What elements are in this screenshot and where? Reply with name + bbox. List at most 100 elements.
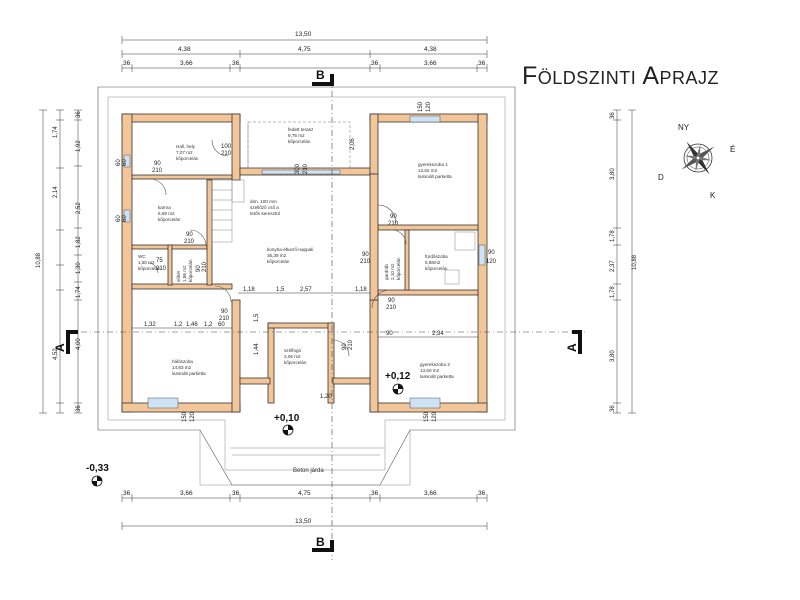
- svg-text:WC: WC: [138, 254, 146, 259]
- svg-text:90: 90: [488, 250, 495, 256]
- dim-top-fine-5: 3,66: [424, 60, 437, 67]
- dim-left-2: 1,92: [76, 140, 82, 152]
- svg-text:60: 60: [218, 322, 225, 328]
- svg-text:90: 90: [196, 265, 202, 272]
- svg-text:120: 120: [190, 411, 196, 422]
- dim-left-5: 1,82: [76, 236, 82, 248]
- dim-left-6: 1,30: [76, 262, 82, 274]
- svg-text:+0,12: +0,12: [385, 371, 411, 382]
- svg-text:90: 90: [388, 298, 395, 304]
- svg-text:+0,10: +0,10: [274, 413, 300, 424]
- dim-right-2: 1,78: [610, 230, 616, 242]
- dim-left-3: 2,14: [53, 186, 59, 198]
- svg-text:tetőn keresztül: tetőn keresztül: [250, 211, 280, 216]
- svg-text:100: 100: [221, 144, 232, 150]
- dim-top-fine-1: 36: [123, 60, 131, 67]
- room-kamra: kamra 6,69 m2 kőporcelán: [158, 205, 181, 222]
- dim-left-0: 36: [76, 111, 82, 118]
- dim-bot-fine-2: 3,66: [180, 490, 193, 497]
- compass-icon: NY É D K: [658, 123, 735, 200]
- svg-text:-0,33: -0,33: [86, 463, 109, 474]
- svg-text:konyha-étkező-nappali: konyha-étkező-nappali: [267, 247, 313, 252]
- level-marker-right: +0,12: [385, 371, 411, 395]
- dim-top-mid-3: 4,38: [424, 46, 437, 53]
- svg-text:2,06: 2,06: [350, 138, 356, 150]
- svg-text:9,75 m2: 9,75 m2: [288, 133, 305, 138]
- dim-top-fine-3: 36: [232, 60, 240, 67]
- dim-top-mid-1: 4,38: [178, 46, 191, 53]
- room-terasz: fedett terasz 9,75 m2 kőporcelán: [288, 127, 314, 144]
- room-labels: Hall, hely 7,07 m2 kőporcelán fedett ter…: [138, 127, 454, 379]
- dim-top-total: 13,50: [295, 31, 312, 38]
- svg-text:1,18: 1,18: [355, 287, 367, 293]
- bottom-dimensions: 36 3,66 36 4,75 36 3,66 36 13,50: [121, 490, 488, 530]
- section-marker-a-right: A: [565, 330, 582, 354]
- svg-text:1,20: 1,20: [320, 394, 332, 400]
- dim-left-1: 1,74: [53, 126, 59, 138]
- svg-text:laminált parketta: laminált parketta: [172, 371, 206, 376]
- section-label-a-right: A: [565, 343, 579, 352]
- dim-left-total: 10,88: [36, 252, 42, 268]
- level-marker-center: +0,10: [274, 413, 300, 436]
- svg-text:1,86 m2: 1,86 m2: [182, 265, 187, 282]
- svg-text:6,69 m2: 6,69 m2: [158, 211, 175, 216]
- outer-outline: [97, 86, 516, 486]
- room-hall: Hall, hely 7,07 m2 kőporcelán: [176, 144, 199, 161]
- level-marker-outside: -0,33: [86, 463, 109, 487]
- dim-bot-fine-5: 36: [371, 490, 379, 497]
- dim-left-10: 36: [76, 405, 82, 412]
- svg-text:kőporcelán: kőporcelán: [396, 257, 401, 280]
- svg-text:210: 210: [388, 221, 399, 227]
- dim-right-5: 3,80: [610, 350, 616, 362]
- dim-bot-fine-3: 36: [232, 490, 240, 497]
- svg-text:60: 60: [122, 159, 128, 166]
- door-marks: 90 210 100 210 300 210 90 210 75 210 90 …: [116, 101, 497, 422]
- svg-text:75: 75: [156, 258, 163, 264]
- svg-text:90: 90: [186, 232, 193, 238]
- svg-text:150: 150: [418, 101, 424, 112]
- section-marker-b-top: B: [312, 68, 334, 86]
- svg-text:1,46: 1,46: [186, 322, 198, 328]
- svg-text:210: 210: [202, 261, 208, 272]
- inner-dimensions: 1,18 1,5 2,57 1,18 1,32 1,2 1,46 1,2 60 …: [132, 138, 478, 400]
- svg-text:kőporcelán: kőporcelán: [158, 217, 181, 222]
- dim-left-9: 4,00: [76, 338, 82, 350]
- svg-text:150: 150: [424, 411, 430, 422]
- dim-top-fine-2: 3,66: [180, 60, 193, 67]
- dim-top-fine-4: 36: [371, 60, 379, 67]
- svg-text:fedett terasz: fedett terasz: [288, 127, 314, 132]
- dim-right-0: 36: [610, 112, 616, 119]
- dim-bot-total: 13,50: [295, 518, 312, 525]
- svg-text:210: 210: [360, 259, 371, 265]
- dim-left-8: 4,52: [53, 348, 59, 360]
- svg-text:210: 210: [221, 151, 232, 157]
- vent-note: átm. 100 mm szellőző cső a tetőn kereszt…: [250, 199, 280, 216]
- svg-text:5,88m2: 5,88m2: [425, 260, 441, 265]
- svg-text:2,57: 2,57: [300, 287, 312, 293]
- room-wc: WC 1,80 m2 kőporcelán: [138, 254, 161, 271]
- right-dimensions: 36 3,80 1,78 2,37 1,78 3,80 36 10,88: [610, 109, 638, 414]
- dim-right-6: 36: [610, 405, 616, 412]
- dim-left-7: 1,74: [76, 286, 82, 298]
- section-label-b-bottom: B: [316, 535, 325, 549]
- room-gardrob: gardrób 2,10 m2 kőporcelán: [384, 257, 401, 280]
- svg-text:szellőző cső a: szellőző cső a: [250, 205, 279, 210]
- svg-text:laminált parketta: laminált parketta: [418, 174, 452, 179]
- svg-text:120: 120: [426, 101, 432, 112]
- svg-text:előtér: előtér: [176, 270, 181, 282]
- svg-text:kamra: kamra: [158, 205, 171, 210]
- dim-top-fine-6: 36: [478, 60, 486, 67]
- dim-bot-fine-6: 3,66: [424, 490, 437, 497]
- svg-text:13,82 m2: 13,82 m2: [418, 168, 438, 173]
- svg-text:300: 300: [295, 163, 301, 174]
- svg-text:60: 60: [116, 215, 122, 222]
- svg-text:7,07 m2: 7,07 m2: [176, 150, 193, 155]
- room-szelfogo: szélfogó 3,05 m2 kőporcelán: [284, 348, 307, 365]
- compass-w-label: K: [710, 191, 716, 200]
- svg-text:kőporcelán: kőporcelán: [138, 266, 161, 271]
- dim-right-total: 10,88: [632, 254, 638, 270]
- svg-text:13,60 m2: 13,60 m2: [420, 368, 440, 373]
- dim-top-mid-2: 4,75: [298, 46, 311, 53]
- fixtures: [123, 115, 486, 409]
- dim-bot-fine-4: 4,75: [298, 490, 311, 497]
